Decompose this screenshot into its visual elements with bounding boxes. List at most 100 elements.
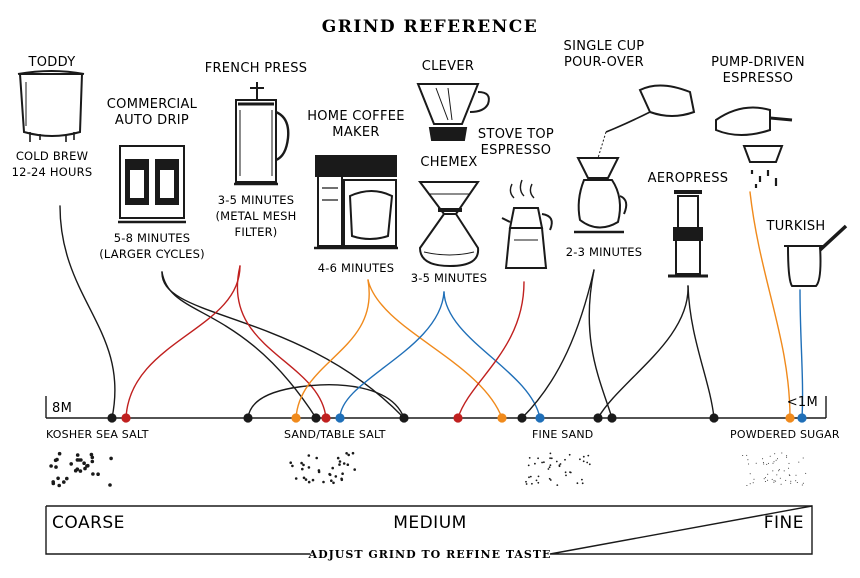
grain-particle	[351, 451, 355, 455]
connector-line	[749, 191, 791, 419]
grain-particle	[779, 477, 781, 479]
chemex-icon	[418, 181, 480, 268]
grain-particle	[82, 461, 86, 466]
coarseness-scale: COARSE MEDIUM FINE ADJUST GRIND TO REFIN…	[45, 505, 813, 561]
grain-particle	[786, 456, 788, 458]
grain-particle	[346, 463, 350, 467]
grain-particle	[749, 473, 751, 475]
tick-sand-table-salt: SAND/TABLE SALT	[284, 428, 386, 441]
grain-particle	[771, 478, 773, 480]
grain-particle	[558, 465, 561, 468]
grain-particle	[331, 466, 335, 470]
grain-particle	[773, 461, 775, 463]
grain-particle	[746, 485, 748, 486]
grain-particle	[569, 471, 571, 473]
grain-particle	[338, 460, 342, 463]
connector-lines	[59, 191, 804, 419]
grain-particle	[304, 478, 308, 481]
grain-particle	[795, 474, 797, 476]
connector-line	[236, 265, 327, 419]
grain-particle	[307, 454, 311, 457]
grain-particle	[90, 459, 95, 464]
method-name: PUMP-DRIVEN	[711, 55, 805, 70]
grain-particle	[763, 478, 765, 480]
grain-particle	[338, 463, 341, 466]
grain-particle	[548, 466, 551, 469]
method-name: HOME COFFEE	[307, 109, 405, 124]
connector-line	[295, 279, 370, 419]
grain-particle	[582, 455, 585, 458]
grain-particle	[582, 460, 585, 463]
grain-particle	[332, 481, 335, 485]
grain-particle	[795, 480, 797, 482]
grain-particle	[586, 461, 589, 464]
grain-particle	[529, 475, 532, 478]
grind-axis: 8M <1M KOSHER SEA SALT SAND/TABLE SALT F…	[45, 395, 840, 441]
grain-particle	[777, 458, 778, 460]
connector-line	[339, 291, 445, 419]
scale-medium-label: MEDIUM	[393, 513, 467, 533]
grain-particle	[752, 482, 754, 484]
grain-particle	[581, 482, 584, 485]
grain-particle	[549, 479, 552, 481]
grain-particle	[65, 476, 69, 481]
grind-dot	[497, 413, 507, 423]
connector-line	[161, 271, 405, 419]
connector-line	[588, 269, 613, 419]
grain-particle	[541, 461, 543, 464]
method-note: (METAL MESH	[215, 209, 296, 223]
method-note: 12-24 HOURS	[12, 165, 93, 179]
grain-particle	[315, 456, 319, 460]
method-name: SINGLE CUP	[564, 39, 645, 54]
grind-dot	[709, 413, 719, 423]
grain-particle	[531, 482, 533, 485]
grain-particle	[780, 483, 782, 485]
tick-fine-sand: FINE SAND	[532, 428, 593, 441]
grain-particle	[769, 455, 771, 457]
grain-particle	[322, 480, 325, 484]
grain-particle	[775, 459, 777, 461]
grain-particle	[317, 469, 321, 472]
grain-particle	[56, 476, 60, 481]
grain-particle	[762, 458, 764, 460]
grain-particle	[798, 461, 800, 463]
grain-particle	[576, 482, 579, 485]
grind-dot	[335, 413, 345, 423]
grind-dot	[453, 413, 463, 423]
grain-particle	[772, 470, 774, 472]
grain-particle	[307, 466, 311, 469]
grain-particle	[300, 461, 303, 465]
grain-particle	[801, 484, 803, 486]
grain-particle	[747, 459, 749, 461]
method-note: 4-6 MINUTES	[318, 261, 395, 275]
grain-particle	[549, 464, 552, 467]
grind-dot	[321, 413, 331, 423]
grain-particle	[527, 464, 530, 467]
method-note: FILTER)	[235, 225, 278, 239]
moka-pot-icon	[501, 179, 553, 269]
grain-particle	[62, 480, 66, 484]
grain-particle	[330, 479, 333, 483]
grain-particle	[334, 475, 338, 478]
method-clever: CLEVER	[422, 59, 474, 74]
grain-particle	[302, 463, 305, 467]
grain-particle	[51, 481, 56, 486]
grain-particle	[345, 452, 348, 455]
grain-particle	[311, 478, 315, 482]
method-name: AUTO DRIP	[115, 113, 189, 128]
grain-particle	[579, 458, 581, 461]
grain-particle	[57, 451, 62, 456]
grain-particle	[525, 480, 527, 483]
grain-particle	[91, 472, 95, 476]
grain-particle	[746, 454, 748, 456]
grain-particle	[555, 460, 558, 463]
grain-particle	[781, 452, 783, 454]
grind-dot	[311, 413, 321, 423]
